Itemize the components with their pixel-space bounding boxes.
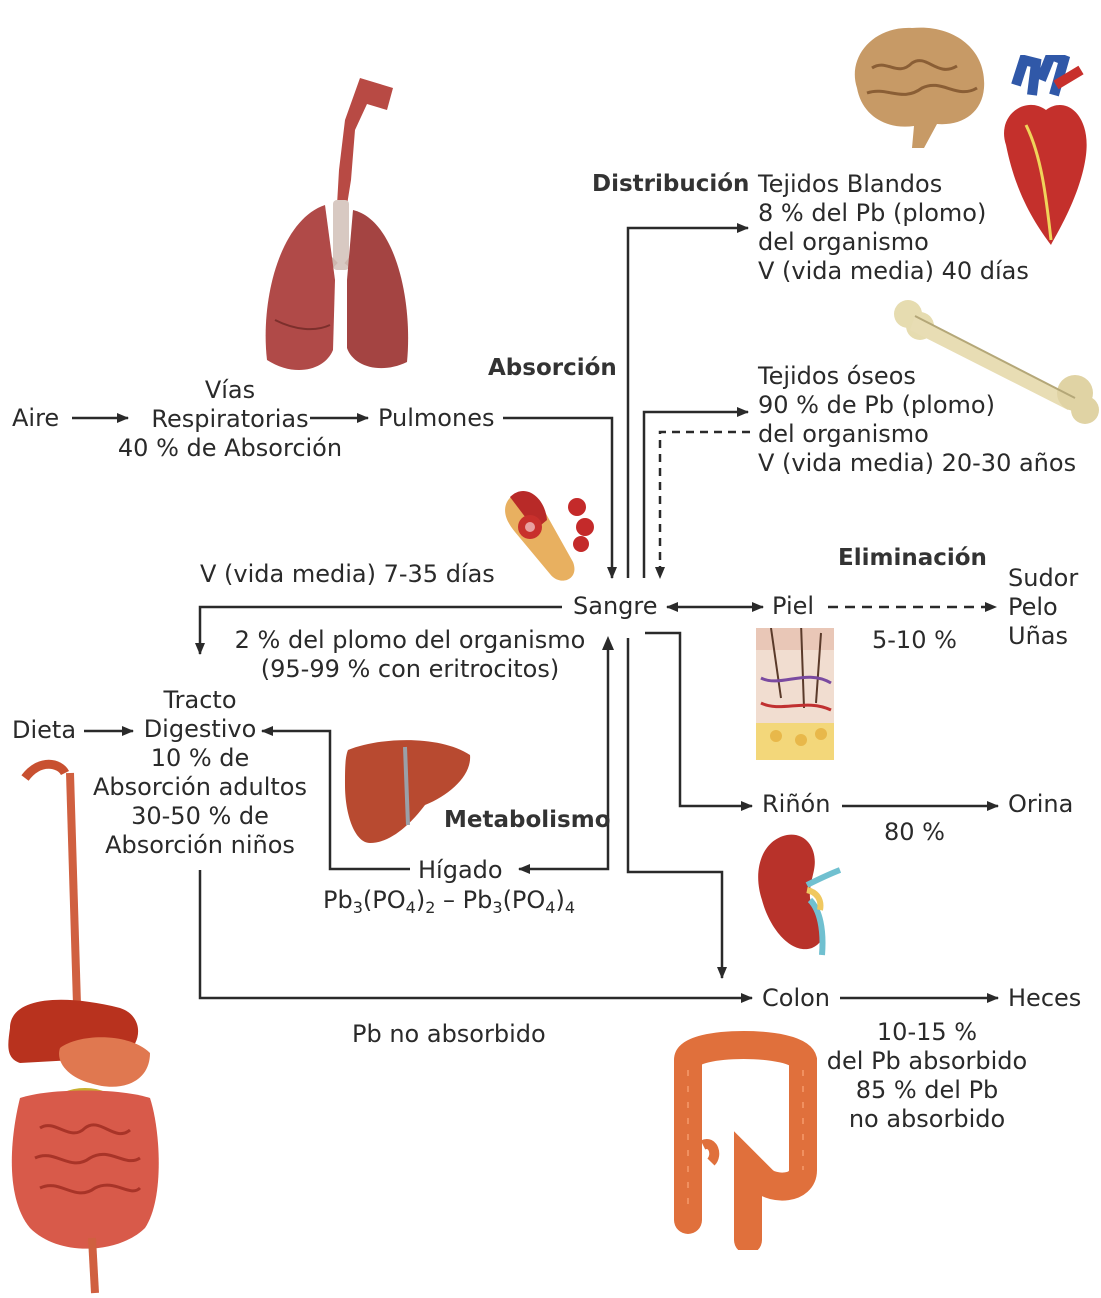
arrow-sangre-colon [628,638,722,978]
higado-formula: Pb3(PO4)2 – Pb3(PO4)4 [323,886,575,915]
node-colon: Colon [762,984,830,1013]
arrow-pulmones-sangre [503,418,612,578]
heading-distribucion: Distribución [592,170,749,199]
sangre-detalle: 2 % del plomo del organismo(95-99 % con … [215,626,605,684]
colon-detalle: 10-15 %del Pb absorbido85 % del Pbno abs… [812,1018,1042,1134]
label-pb-no-absorbido: Pb no absorbido [352,1020,546,1049]
node-piel: Piel [772,592,814,621]
node-tejidos-oseos: Tejidos óseos90 % de Pb (plomo)del organ… [758,362,1076,478]
node-aire: Aire [12,404,59,433]
node-vias-respiratorias: VíasRespiratorias40 % de Absorción [110,376,350,463]
heading-absorcion: Absorción [488,354,617,383]
node-dieta: Dieta [12,716,76,745]
heading-metabolismo: Metabolismo [444,806,611,835]
arrow-oseos-sangre-dashed [660,432,750,578]
node-tejidos-blandos: Tejidos Blandos8 % del Pb (plomo)del org… [758,170,1029,286]
node-heces: Heces [1008,984,1081,1013]
node-tracto-digestivo: TractoDigestivo10 % deAbsorción adultos3… [80,686,320,860]
arrow-sangre-rinon [645,633,752,806]
piel-porcentaje: 5-10 % [872,626,957,655]
sangre-vida-media: V (vida media) 7-35 días [200,560,495,589]
node-orina: Orina [1008,790,1073,819]
node-higado: Hígado [418,856,503,885]
node-sudor-pelo-unas: SudorPeloUñas [1008,564,1078,651]
node-rinon: Riñón [762,790,830,819]
node-pulmones: Pulmones [378,404,494,433]
heading-eliminacion: Eliminación [838,544,987,573]
node-sangre: Sangre [573,592,658,621]
rinon-porcentaje: 80 % [884,818,945,847]
arrow-sangre-tejidos-blandos [628,228,748,578]
